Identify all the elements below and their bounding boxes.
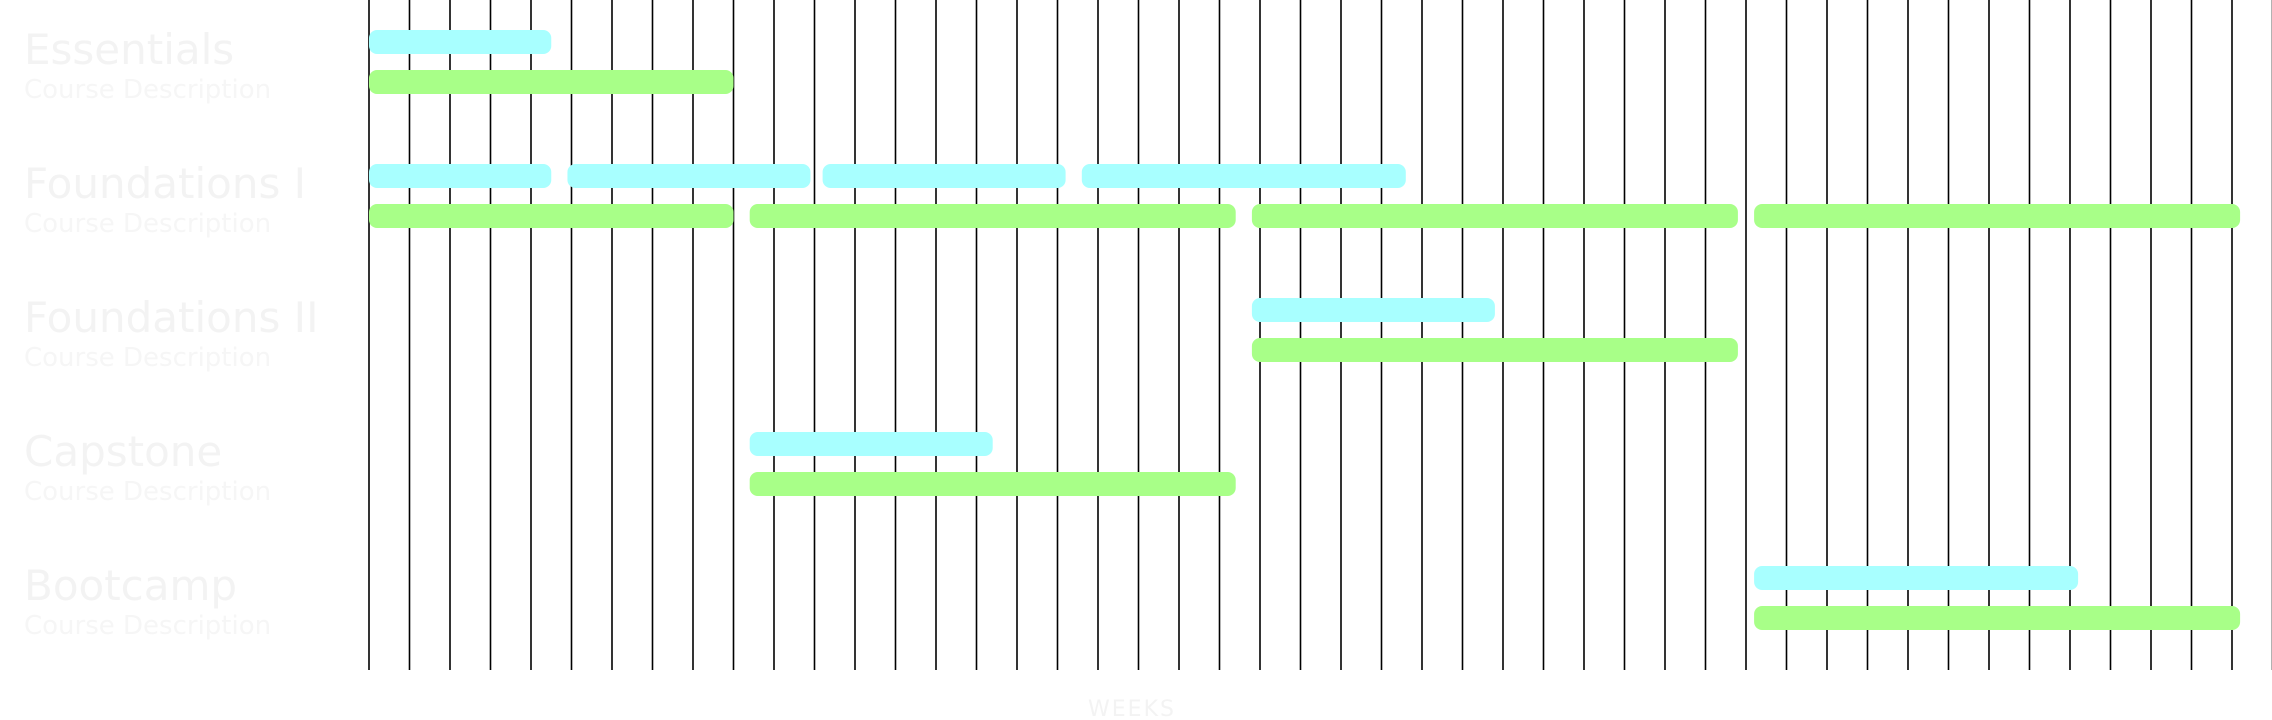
long-duration-bar <box>749 472 1236 496</box>
course-description: Course Description <box>24 343 271 373</box>
course-description: Course Description <box>24 477 271 507</box>
short-duration-bar <box>369 164 552 188</box>
short-duration-bar <box>1251 298 1495 322</box>
short-duration-bar <box>1754 566 2079 590</box>
x-axis-label: WEEKS <box>1088 697 1176 720</box>
short-duration-bar <box>567 164 811 188</box>
course-description: Course Description <box>24 611 271 641</box>
course-name: Capstone <box>24 427 222 476</box>
long-duration-bar <box>749 204 1236 228</box>
long-duration-bar <box>1754 204 2241 228</box>
long-duration-bar <box>1251 338 1738 362</box>
course-bars <box>369 30 2241 630</box>
course-description: Course Description <box>24 75 271 105</box>
course-name: Essentials <box>24 25 234 74</box>
long-duration-bar <box>369 70 734 94</box>
course-name: Foundations II <box>24 293 318 342</box>
long-duration-bar <box>369 204 734 228</box>
short-duration-bar <box>369 30 552 54</box>
long-duration-bar <box>1251 204 1738 228</box>
short-duration-bar <box>1081 164 1406 188</box>
course-name: Foundations I <box>24 159 306 208</box>
week-gridlines <box>368 0 2272 670</box>
long-duration-bar <box>1754 606 2241 630</box>
short-duration-bar <box>749 432 993 456</box>
course-description: Course Description <box>24 209 271 239</box>
short-duration-bar <box>822 164 1066 188</box>
course-name: Bootcamp <box>24 561 237 610</box>
